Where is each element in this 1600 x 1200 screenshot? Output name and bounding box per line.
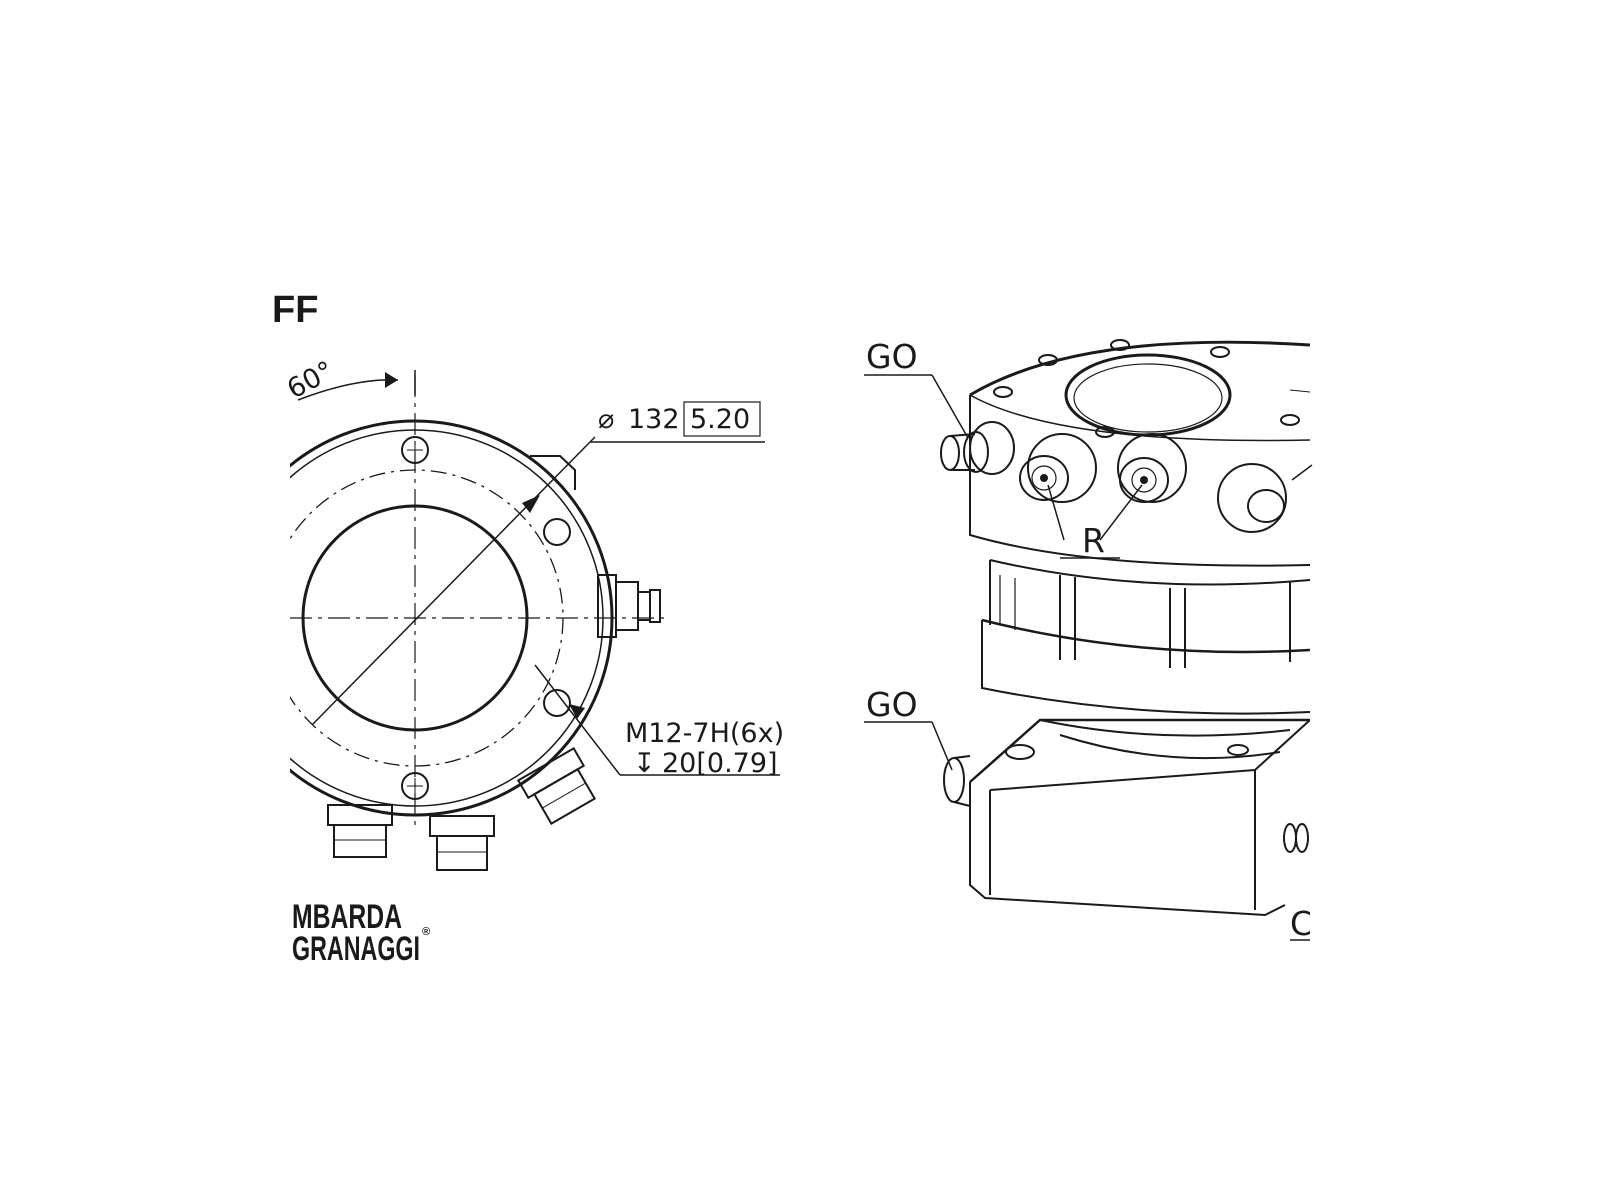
iso-top-hole — [1110, 339, 1130, 351]
iso-port-go-top — [940, 421, 1015, 475]
iso-port-go-bottom — [943, 755, 971, 807]
callout-ports-r: R — [1082, 521, 1105, 560]
iso-top-hole — [1280, 414, 1300, 426]
isometric-view — [864, 339, 1313, 917]
logo-line-1: MBARDA — [292, 898, 402, 936]
view-title: FF — [272, 289, 318, 331]
company-logo: MBARDA GRANAGGI ® — [292, 898, 430, 968]
iso-middle-cage — [989, 559, 1310, 668]
thread-leader — [534, 664, 780, 776]
iso-block-hole — [1283, 823, 1297, 853]
mounting-hole — [543, 689, 571, 717]
iso-block-hole — [1227, 744, 1249, 756]
iso-port-r-1 — [1019, 433, 1097, 503]
logo-registered-mark: ® — [422, 926, 430, 938]
diameter-imperial: 5.20 — [690, 404, 750, 435]
diameter-dimension-line — [311, 436, 596, 726]
iso-leaders — [864, 374, 1313, 771]
iso-bottom-block — [969, 718, 1310, 917]
depth-symbol: ↧ — [633, 748, 656, 779]
angle-dimension — [297, 370, 416, 401]
iso-block-hole — [1005, 744, 1035, 760]
iso-block-hole — [1295, 823, 1309, 853]
bottom-fittings — [327, 747, 597, 871]
diameter-metric: 132 — [628, 404, 680, 435]
iso-top-hole — [1210, 346, 1230, 358]
fitting-bottom-3 — [516, 747, 597, 826]
iso-top-hole — [1095, 426, 1115, 438]
fitting-bottom-2 — [429, 815, 495, 871]
callout-go-bottom: GO — [866, 685, 918, 724]
iso-port-3 — [1217, 463, 1287, 533]
fitting-bottom-1 — [327, 804, 393, 858]
diameter-symbol: ⌀ — [598, 404, 614, 435]
front-view — [290, 370, 780, 871]
callout-go-top: GO — [866, 337, 918, 376]
diameter-callout: ⌀ 132 5.20 — [590, 401, 765, 443]
iso-top-bore — [1064, 353, 1232, 437]
iso-port-r-2 — [1117, 433, 1187, 503]
thread-depth: 20[0.79] — [662, 748, 778, 779]
angle-label: 60° — [282, 355, 339, 405]
mounting-hole — [543, 518, 571, 546]
diameter-imperial-box — [683, 401, 761, 437]
iso-top-hole — [1038, 354, 1058, 366]
center-lines — [290, 375, 665, 825]
iso-lower-ring — [981, 618, 1310, 760]
thread-spec: M12-7H(6x) — [625, 718, 784, 749]
iso-top-hole — [993, 386, 1013, 398]
logo-line-2: GRANAGGI — [292, 930, 420, 968]
callout-c: C — [1290, 904, 1313, 943]
iso-ports — [940, 421, 1287, 533]
side-port-block — [530, 455, 576, 490]
callout-c-clip: C — [1290, 904, 1313, 943]
right-connector — [597, 574, 661, 638]
